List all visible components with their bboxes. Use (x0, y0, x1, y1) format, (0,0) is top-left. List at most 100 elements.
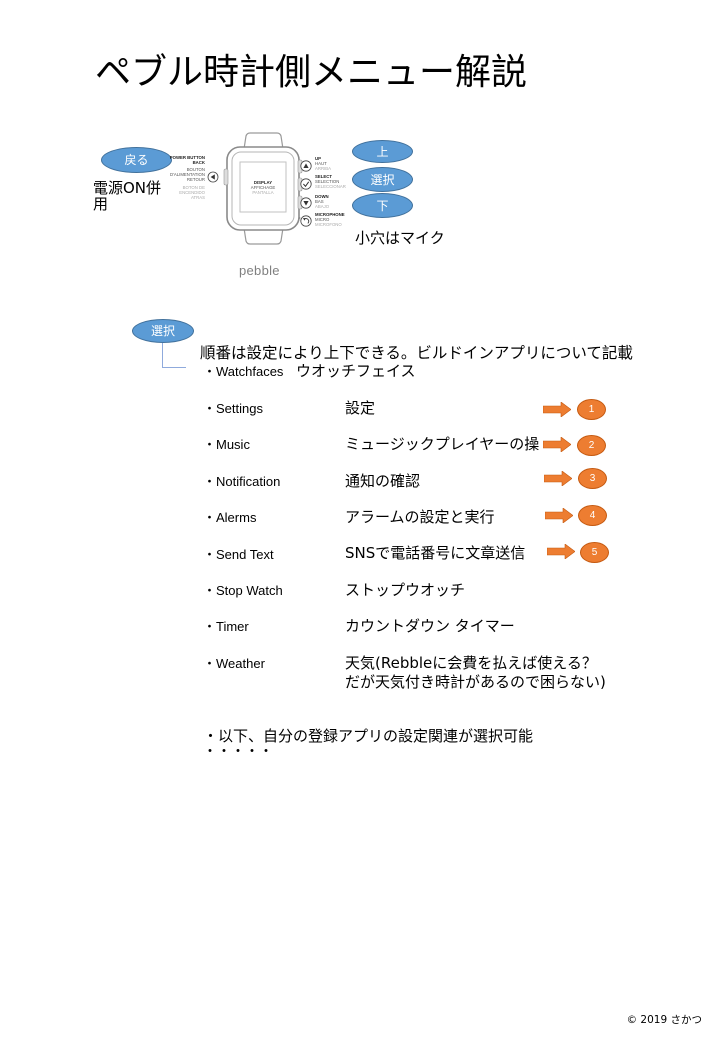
menu-item-label: ・Timer (203, 618, 249, 637)
menu-item-label: ・Weather (203, 655, 265, 674)
bottom-strap (243, 227, 284, 245)
back-bubble: 戻る (101, 147, 172, 173)
page-title: ペブル時計側メニュー解説 (95, 52, 528, 93)
watch-body (223, 132, 303, 245)
menu-intro: 順番は設定により上下できる。ビルドインアプリについて記載 (200, 344, 633, 362)
menu-item-label: ・Notification (203, 473, 280, 492)
orange-arrow-icon (544, 471, 572, 486)
back-note: 電源ON併用 (93, 179, 162, 213)
down-bubble: 下 (352, 193, 413, 218)
arrow-shape (543, 437, 571, 452)
orange-arrow-icon (543, 437, 571, 452)
bullet: ・ (203, 657, 217, 672)
arrow-shape (543, 402, 571, 417)
top-strap (243, 132, 284, 150)
bullet: ・ (203, 475, 217, 490)
menu-item-stop-watch: ・Stop Watch ストップウオッチ (0, 581, 720, 601)
left-label-es-3: ATRAS (191, 195, 205, 200)
orange-arrow-icon (543, 402, 571, 417)
arrow-shape (544, 471, 572, 486)
menu-item-name: Notification (216, 474, 281, 489)
up-label-fr: HAUT (315, 161, 327, 166)
up-arrow-icon (300, 160, 312, 172)
up-label-es: ARRIBA (315, 166, 331, 171)
menu-item-desc: 天気(Rebbleに会費を払えば使える？ だが天気付き時計があるので困らない) (345, 654, 606, 692)
more-apps-note: ・以下、自分の登録アプリの設定関連が選択可能 (203, 727, 534, 745)
arrow-shape (545, 508, 573, 523)
mic-label-en: MICROPHONE (315, 212, 345, 217)
menu-item-label: ・Stop Watch (203, 582, 283, 601)
left-label-en-2: BACK (193, 160, 206, 165)
menu-item-desc: カウントダウン タイマー (345, 617, 515, 635)
left-label-es-2: ENCENDIDO (179, 190, 205, 195)
menu-item-label: ・Settings (203, 400, 263, 419)
menu-item-name: Timer (216, 619, 249, 634)
bullet: ・ (203, 584, 217, 599)
ellipsis-dots: ・・・・・ (203, 744, 273, 760)
connector-line (162, 343, 186, 368)
menu-item-label: ・Music (203, 436, 250, 455)
menu-item-desc: ウオッチフェイス (296, 362, 416, 380)
menu-item-desc-line-2: だが天気付き時計があるので困らない) (345, 673, 606, 691)
number-badge: 4 (578, 505, 607, 526)
menu-item-send-text: ・Send Text SNSで電話番号に文章送信 5 (0, 542, 720, 565)
back-arrow-icon (207, 171, 219, 183)
select-bubble: 選択 (352, 167, 413, 192)
left-label-en-1: POWER BUTTON (170, 155, 205, 160)
down-label-fr: BAS (315, 199, 324, 204)
number-badge: 1 (577, 399, 606, 420)
menu-item-desc-line-1: 天気(Rebbleに会費を払えば使える？ (345, 654, 597, 672)
select-label-en: SELECT (315, 174, 332, 179)
pebble-logo: pebble (239, 263, 280, 278)
down-label-es: ABAJO (315, 204, 330, 209)
menu-item-name: Music (216, 437, 250, 452)
menu-item-desc: SNSで電話番号に文章送信 (345, 544, 526, 562)
copyright: © 2019 さかつ (626, 1014, 702, 1026)
menu-item-weather: ・Weather 天気(Rebbleに会費を払えば使える？ だが天気付き時計があ… (0, 654, 720, 691)
menu-item-label: ・Send Text (203, 546, 274, 565)
menu-item-desc: アラームの設定と実行 (345, 508, 495, 526)
down-arrow-icon (300, 197, 312, 209)
menu-item-name: Send Text (216, 547, 274, 562)
select-label-es: SELECCIONAR (315, 184, 346, 189)
up-bubble: 上 (352, 140, 413, 163)
menu-item-notification: ・Notification 通知の確認 3 (0, 468, 720, 492)
menu-item-name: Watchfaces (216, 364, 284, 379)
menu-item-name: Settings (216, 401, 263, 416)
up-label-en: UP (315, 156, 321, 161)
display-label-es: PANTALLA (252, 190, 273, 195)
orange-arrow-icon (547, 544, 575, 559)
left-label-fr-2: D'ALIMENTATION (170, 172, 205, 177)
bullet: ・ (203, 548, 217, 563)
left-label-fr-1: BOUTON (187, 167, 205, 172)
orange-arrow-icon (545, 508, 573, 523)
menu-item-label: ・Watchfaces (203, 363, 283, 382)
mic-note: 小穴はマイク (355, 229, 445, 247)
menu-item-alerms: ・Alerms アラームの設定と実行 4 (0, 505, 720, 528)
display-label-fr: AFFICHAGE (251, 185, 276, 190)
menu-item-settings: ・Settings 設定 1 (0, 399, 720, 420)
select-label-fr: SELECTION (315, 179, 339, 184)
display-label-en: DISPLAY (254, 180, 272, 185)
number-badge: 3 (578, 468, 607, 489)
number-badge: 5 (580, 542, 609, 563)
mic-label-fr: MICRO (315, 217, 330, 222)
menu-item-label: ・Alerms (203, 509, 256, 528)
menu-item-desc: ストップウオッチ (345, 581, 466, 599)
menu-item-desc: 設定 (345, 399, 376, 417)
microphone-icon (300, 215, 312, 227)
pebble-watch-diagram: DISPLAY AFFICHAGE PANTALLA POWER BUTTON … (170, 132, 346, 245)
left-label-fr-3: RETOUR (187, 177, 205, 182)
left-side-button (223, 168, 229, 186)
menu-item-name: Weather (216, 656, 265, 671)
bullet: ・ (203, 402, 217, 417)
number-badge: 2 (577, 435, 606, 456)
down-label-en: DOWN (315, 194, 329, 199)
menu-item-desc: ミュージックプレイヤーの操 (345, 435, 540, 453)
watch-display (239, 161, 287, 213)
bullet: ・ (203, 511, 217, 526)
menu-item-name: Alerms (216, 510, 257, 525)
menu-select-bubble: 選択 (132, 319, 194, 343)
bullet: ・ (203, 438, 217, 453)
menu-item-desc: 通知の確認 (345, 472, 421, 490)
